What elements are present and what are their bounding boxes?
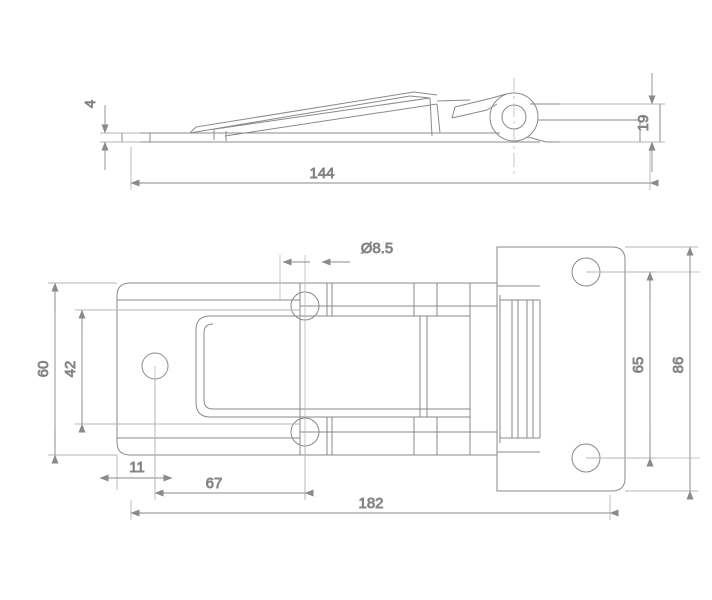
upper-leaf-inner-line	[214, 97, 431, 130]
dim-label-dia85: Ø8.5	[361, 240, 394, 257]
dim-label-67: 67	[206, 475, 223, 492]
dim-label-144: 144	[309, 165, 334, 182]
dim-label-65: 65	[630, 357, 647, 374]
edge-view-dimensions: 4 144 19	[82, 73, 665, 190]
dim-label-182: 182	[358, 495, 383, 512]
dim-label-42: 42	[62, 361, 79, 378]
right-plate-outline	[496, 246, 626, 492]
leaf-to-knuckle-top2	[413, 91, 438, 96]
boss-upper-edge	[454, 97, 493, 108]
left-plate-outline	[116, 282, 301, 456]
plan-view-dimensions: Ø8.5 60 42 65 86 11	[35, 240, 698, 520]
boss-left-cap	[451, 106, 456, 119]
dim-label-19: 19	[635, 115, 652, 132]
boss-blend-bottom	[527, 136, 547, 143]
upper-leaf-back-edge	[195, 91, 415, 128]
center-tongue-inner	[203, 323, 470, 410]
dim-label-86: 86	[670, 357, 687, 374]
leaf-to-knuckle-top	[409, 95, 431, 99]
boss-blend-top	[491, 93, 507, 99]
knuckle-left-face2	[436, 103, 441, 134]
center-tongue-outline	[195, 315, 471, 418]
upper-leaf-left-cap	[189, 126, 197, 134]
knuckle-upper-top	[436, 99, 471, 102]
plan-view-group	[116, 246, 700, 500]
upper-leaf-inner-line2	[224, 103, 438, 137]
dim-label-4: 4	[82, 100, 99, 108]
boss-blend-top2	[486, 103, 498, 111]
knuckle-left-face	[429, 97, 433, 137]
boss-upper-edge2	[451, 109, 488, 119]
dim-label-60: 60	[35, 361, 52, 378]
dim-label-11: 11	[129, 459, 145, 476]
